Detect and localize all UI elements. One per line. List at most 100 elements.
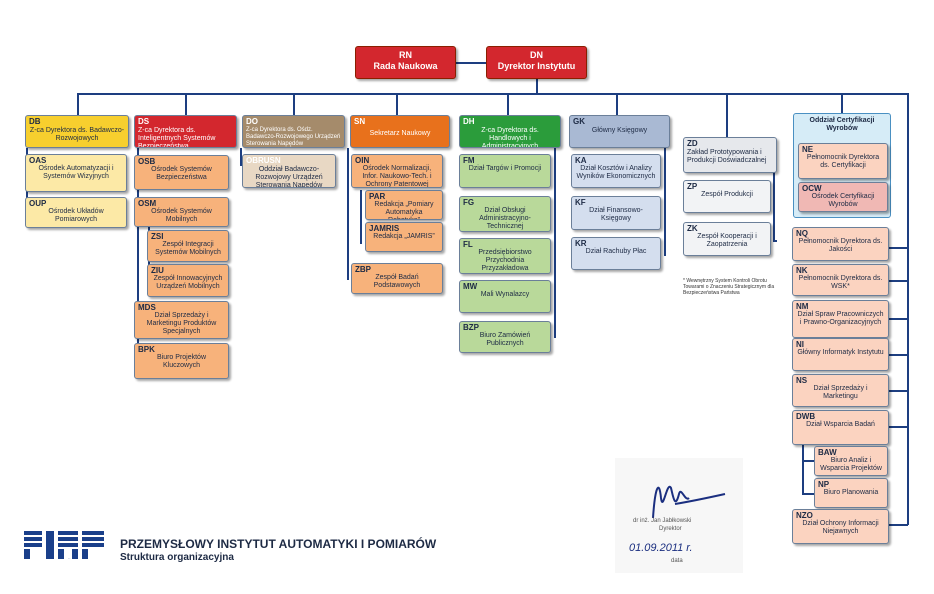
unit-name: Dział Ochrony Informacji Niejawnych [802, 520, 879, 535]
unit-ocw[interactable]: OCW Ośrodek Certyfikacji Wyrobów [798, 182, 888, 212]
unit-mw[interactable]: MW Mali Wynalazcy [459, 280, 551, 313]
unit-code: ZSI [151, 232, 164, 241]
unit-code: FM [463, 156, 475, 165]
unit-code: ZD [687, 139, 698, 148]
unit-name: Ośrodek Systemów Bezpieczeństwa [151, 166, 212, 181]
unit-code: GK [573, 117, 585, 126]
unit-code: DN [530, 50, 543, 60]
unit-sn[interactable]: SN Sekretarz Naukowy [350, 115, 450, 148]
unit-name: Biuro Projektów Kluczowych [156, 354, 207, 369]
unit-kf[interactable]: KF Dział Finansowo-Księgowy [571, 196, 661, 230]
unit-name: Pełnomocnik Dyrektora ds. Jakości [798, 238, 883, 253]
unit-name: Zespół Kooperacji i Zaopatrzenia [697, 233, 757, 248]
unit-par[interactable]: PAR Redakcja „Pomiary Automatyka Robotyk… [365, 190, 443, 220]
unit-name: Dział Finansowo-Księgowy [589, 207, 643, 222]
unit-nm[interactable]: NM Dział Spraw Pracowniczych i Prawno-Or… [792, 300, 889, 338]
unit-dwb[interactable]: DWB Dział Wsparcia Badań [792, 410, 889, 445]
unit-code: FG [463, 198, 475, 207]
unit-name: Ośrodek Normalizacji, Infor. Naukowo-Tec… [362, 165, 432, 188]
unit-code: FL [463, 240, 473, 249]
unit-code: NI [796, 340, 804, 349]
unit-db[interactable]: DB Z-ca Dyrektora ds. Badawczo-Rozwojowy… [25, 115, 129, 148]
unit-name: Mali Wynalazcy [480, 291, 530, 298]
unit-fg[interactable]: FG Dział Obsługi Administracyjno-Technic… [459, 196, 551, 232]
date-label: data [671, 558, 683, 564]
unit-code: OUP [29, 199, 47, 208]
unit-ds[interactable]: DS Z-ca Dyrektora ds. Inteligentnych Sys… [134, 115, 237, 148]
unit-code: KF [575, 198, 586, 207]
dyrektor-instytutu-box[interactable]: DN Dyrektor Instytutu [486, 46, 587, 79]
unit-name: Zespół Innowacyjnych Urządzeń Mobilnych [153, 275, 223, 290]
unit-name: Ośrodek Systemów Mobilnych [151, 208, 212, 223]
unit-jamris[interactable]: JAMRIS Redakcja „JAMRIS” [365, 222, 443, 252]
unit-name: Dział Wsparcia Badań [806, 421, 875, 428]
unit-baw[interactable]: BAW Biuro Analiz i Wsparcia Projektów [814, 446, 888, 476]
unit-ni[interactable]: NI Główny Informatyk Instytutu [792, 338, 889, 371]
unit-nq[interactable]: NQ Pełnomocnik Dyrektora ds. Jakości [792, 227, 889, 261]
unit-oup[interactable]: OUP Ośrodek Układów Pomiarowych [25, 197, 127, 228]
unit-zp[interactable]: ZP Zespół Produkcji [683, 180, 771, 213]
unit-zsi[interactable]: ZSI Zespół Integracji Systemów Mobilnych [147, 230, 229, 262]
unit-code: NE [802, 145, 814, 154]
unit-code: DS [138, 117, 150, 126]
unit-code: BZP [463, 323, 479, 332]
unit-ne[interactable]: NE Pełnomocnik Dyrektora ds. Certyfikacj… [798, 143, 888, 179]
unit-fl[interactable]: FL Przedsiębiorstwo Przychodnia Przyzakł… [459, 238, 551, 274]
unit-name: Ośrodek Certyfikacji Wyrobów [811, 193, 875, 208]
unit-code: OIN [355, 156, 370, 165]
unit-zd[interactable]: ZD Zakład Prototypowania i Produkcji Doś… [683, 137, 777, 173]
unit-fm[interactable]: FM Dział Targów i Promocji [459, 154, 551, 188]
unit-gk[interactable]: GK Główny Księgowy [569, 115, 670, 148]
signer-name: dr inż. Jan Jabłkowski [633, 518, 692, 524]
unit-code: OAS [29, 156, 47, 165]
unit-name: Zespół Produkcji [701, 191, 753, 198]
unit-code: RN [399, 50, 412, 60]
unit-mds[interactable]: MDS Dział Sprzedaży i Marketingu Produkt… [134, 301, 229, 339]
unit-code: SN [354, 117, 366, 126]
unit-name: Z-ca Dyrektora ds. Ośdz. Badawczo-Rozwoj… [246, 127, 341, 147]
unit-name: Oddział Badawczo-Rozwojowy Urządzeń Ster… [255, 166, 323, 188]
unit-name: Dział Obsługi Administracyjno-Techniczne… [479, 207, 531, 230]
unit-zk[interactable]: ZK Zespół Kooperacji i Zaopatrzenia [683, 222, 771, 256]
unit-code: BAW [818, 448, 837, 457]
unit-osb[interactable]: OSB Ośrodek Systemów Bezpieczeństwa [134, 155, 229, 190]
unit-bpk[interactable]: BPK Biuro Projektów Kluczowych [134, 343, 229, 379]
unit-code: NK [796, 266, 808, 275]
unit-oin[interactable]: OIN Ośrodek Normalizacji, Infor. Naukowo… [351, 154, 443, 188]
unit-code: OSB [138, 157, 156, 166]
unit-name: Sekretarz Naukowy [369, 130, 431, 137]
unit-nk[interactable]: NK Pełnomocnik Dyrektora ds. WSK* [792, 264, 889, 296]
unit-code: ZK [687, 224, 698, 233]
unit-name: Dział Rachuby Płac [585, 248, 647, 255]
unit-name: Główny Księgowy [591, 127, 648, 134]
unit-code: NP [818, 480, 830, 489]
rada-naukowa-box[interactable]: RN Rada Naukowa [355, 46, 456, 79]
unit-name: Z-ca Dyrektora ds. Inteligentnych System… [138, 127, 216, 148]
unit-name: Dział Spraw Pracowniczych i Prawno-Organ… [797, 311, 884, 326]
unit-code: MW [463, 282, 478, 291]
unit-kr[interactable]: KR Dział Rachuby Płac [571, 237, 661, 270]
unit-ka[interactable]: KA Dział Kosztów i Analizy Wyników Ekono… [571, 154, 661, 188]
unit-name: Dział Targów i Promocji [468, 165, 542, 172]
unit-nzo[interactable]: NZO Dział Ochrony Informacji Niejawnych [792, 509, 889, 544]
logo-text: PIAP [68, 557, 71, 560]
unit-name: Redakcja „Pomiary Automatyka Robotyka” [374, 201, 434, 219]
unit-code: PAR [369, 192, 386, 201]
unit-ziu[interactable]: ZIU Zespół Innowacyjnych Urządzeń Mobiln… [147, 264, 229, 297]
unit-oas[interactable]: OAS Ośrodek Automatyzacji i Systemów Wiz… [25, 154, 127, 192]
unit-name: Biuro Zamówień Publicznych [479, 332, 531, 347]
unit-dh[interactable]: DH Z-ca Dyrektora ds. Handlowych i Admin… [459, 115, 561, 148]
unit-ns[interactable]: NS Dział Sprzedaży i Marketingu [792, 374, 889, 407]
unit-do[interactable]: DO Z-ca Dyrektora ds. Ośdz. Badawczo-Roz… [242, 115, 345, 148]
unit-name: Ośrodek Automatyzacji i Systemów Wizyjny… [38, 165, 114, 180]
unit-code: OSM [138, 199, 157, 208]
unit-name: Redakcja „JAMRIS” [373, 233, 435, 240]
unit-obrusn[interactable]: OBRUSN Oddział Badawczo-Rozwojowy Urządz… [242, 154, 336, 188]
unit-osm[interactable]: OSM Ośrodek Systemów Mobilnych [134, 197, 229, 227]
unit-np[interactable]: NP Biuro Planowania [814, 478, 888, 508]
unit-name: Rada Naukowa [373, 61, 438, 71]
unit-bzp[interactable]: BZP Biuro Zamówień Publicznych [459, 321, 551, 353]
unit-name: Z-ca Dyrektora ds. Badawczo-Rozwojowych [29, 127, 125, 142]
unit-code: BPK [138, 345, 155, 354]
unit-zbp[interactable]: ZBP Zespół Badań Podstawowych [351, 263, 443, 294]
